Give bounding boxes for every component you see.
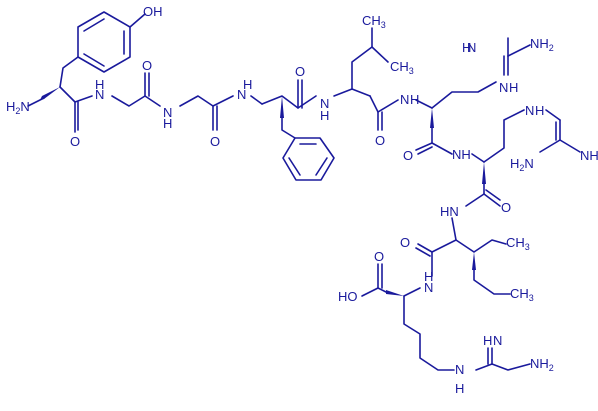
gly2-h: H bbox=[163, 116, 172, 131]
tyr-alpha-wedge bbox=[40, 87, 60, 100]
arg2-guanidine-h2n: H2N bbox=[510, 156, 534, 173]
ile-backbone-hn: HN bbox=[440, 204, 459, 219]
gly1-carbonyl-o: O bbox=[142, 58, 152, 73]
gly1-h: H bbox=[95, 77, 104, 92]
arg1-guanidine-n-top: N bbox=[467, 40, 476, 55]
arg2-alpha-wedge bbox=[482, 162, 486, 184]
arg1-backbone-n: N bbox=[400, 92, 409, 107]
n-terminus-label: H2N bbox=[6, 99, 30, 116]
arg2-guanidine-nh-top: NH bbox=[580, 148, 598, 163]
ile-ch3b-c: CH bbox=[510, 286, 529, 301]
phe-alpha-wedge bbox=[280, 96, 284, 118]
arg2-h2n-sub: 2 bbox=[519, 163, 524, 173]
bond-network bbox=[27, 11, 581, 371]
n-terminus-n: N bbox=[20, 99, 29, 114]
leu-n: N bbox=[320, 96, 329, 111]
phenyl-ring bbox=[282, 137, 335, 181]
leu-carbonyl-o: O bbox=[375, 133, 385, 148]
n-terminus-sub: 2 bbox=[15, 106, 20, 116]
arg1-nh2-sub: 2 bbox=[549, 43, 554, 53]
arg3-backbone-h: H bbox=[424, 269, 433, 284]
arg3-guanidine-nh-top: H bbox=[483, 333, 492, 348]
arg1-nh2-n: NH bbox=[530, 36, 549, 51]
phe-h: H bbox=[243, 77, 252, 92]
ile-beta-wedge bbox=[472, 252, 476, 270]
arg3-guanidine-n: N bbox=[455, 362, 464, 377]
ile-ch3-c: CH bbox=[506, 235, 525, 250]
ile-carbonyl-o: O bbox=[400, 235, 410, 250]
arg1-guanidine-hn: H bbox=[462, 40, 471, 55]
leu-ch3-c: CH bbox=[362, 13, 381, 28]
arg3-guanidine-n-top: N bbox=[493, 333, 502, 348]
arg3-backbone-n: N bbox=[424, 280, 433, 295]
arg2-h2n-h: H bbox=[510, 156, 519, 171]
arg1-guanidine-nh2: NH2 bbox=[530, 36, 554, 53]
gly2-n: N bbox=[163, 105, 172, 120]
arg2-backbone-nh: NH bbox=[452, 147, 471, 162]
c-terminus-carbonyl-o: O bbox=[374, 249, 384, 264]
gly1-n: N bbox=[95, 87, 104, 102]
leu-ch3b-c: CH bbox=[390, 59, 409, 74]
arg2-guanidine-nh: N bbox=[525, 103, 534, 118]
arg1-guanidine-nh: N bbox=[499, 80, 508, 95]
arg3-nh2-n: NH bbox=[530, 356, 549, 371]
gly2-carbonyl-o: O bbox=[210, 134, 220, 149]
leu-ch3-label: CH3 bbox=[362, 13, 386, 30]
leu-ch3-sub: 3 bbox=[381, 20, 386, 30]
ile-ch3-label: CH3 bbox=[506, 235, 530, 252]
atom-labels: OH H2N O N H O N H O N H O N H CH3 CH3 O… bbox=[6, 4, 598, 396]
leu-h: H bbox=[320, 108, 329, 123]
arg2-carbonyl-o: O bbox=[501, 200, 511, 215]
tyr-oh-label: OH bbox=[143, 4, 163, 19]
tyrosine-ring bbox=[77, 11, 146, 73]
arg1-backbone-h: H bbox=[410, 92, 419, 107]
arg3-guanidine-nh2: NH2 bbox=[530, 356, 554, 373]
n-terminus-h: H bbox=[6, 99, 15, 114]
ile-ch3b-sub: 3 bbox=[529, 293, 534, 303]
arg3-alpha-wedge bbox=[386, 290, 404, 296]
arg3-nh2-sub: 2 bbox=[549, 363, 554, 373]
arg2-h2n-n: N bbox=[524, 156, 533, 171]
tyr-carbonyl-o: O bbox=[70, 134, 80, 149]
c-terminus-ho: HO bbox=[338, 289, 358, 304]
arg2-guanidine-nh-h: H bbox=[535, 103, 544, 118]
phe-carbonyl-o: O bbox=[295, 64, 305, 79]
ile-ch3-sub: 3 bbox=[525, 242, 530, 252]
arg3-guanidine-h: H bbox=[455, 381, 464, 396]
arg1-guanidine-nh-h: H bbox=[509, 80, 518, 95]
ile-ch3-label-2: CH3 bbox=[510, 286, 534, 303]
arg1-carbonyl-o: O bbox=[403, 148, 413, 163]
leu-ch3b-sub: 3 bbox=[409, 66, 414, 76]
leu-ch3-label-2: CH3 bbox=[390, 59, 414, 76]
phe-n: N bbox=[237, 87, 246, 102]
arg1-alpha-wedge bbox=[430, 108, 434, 128]
